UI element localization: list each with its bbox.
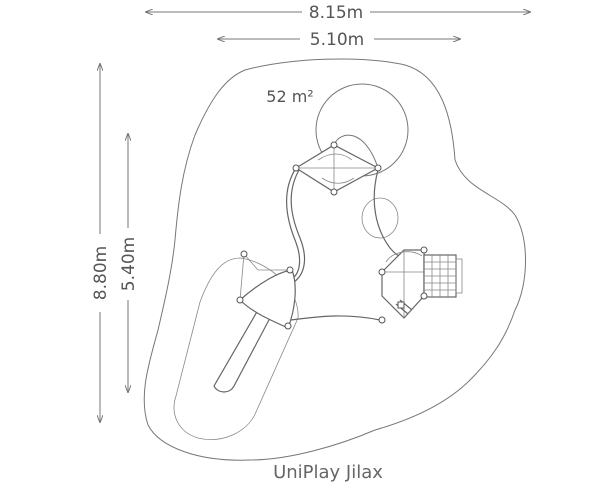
slide-rail-left [243, 253, 259, 271]
node [420, 292, 428, 300]
ladder-rungs [395, 299, 413, 315]
top-roof-arc-lower [321, 177, 355, 184]
top-dimension-label: 8.15m [309, 3, 363, 23]
structure-frame-left [285, 167, 301, 281]
inner-top-dimension-label: 5.10m [310, 30, 364, 50]
product-name: UniPlay Jilax [273, 462, 383, 483]
node [240, 250, 248, 258]
slide-platform [239, 269, 296, 329]
inner-left-dimension-label: 5.40m [119, 237, 139, 291]
node [292, 164, 300, 172]
slide-rail-back [239, 253, 245, 301]
top-canopy [333, 134, 379, 169]
safety-zone-outline [143, 58, 526, 461]
node [420, 246, 428, 254]
inner-left-dimension: 5.40m [119, 134, 139, 392]
left-dimension: 8.80m [91, 64, 111, 422]
net-panel-edge [455, 258, 463, 294]
node [378, 316, 386, 324]
left-dimension-label: 8.80m [91, 246, 111, 300]
center-oval [361, 197, 399, 239]
play-structure [236, 134, 463, 330]
node [284, 322, 292, 330]
structure-frame-right [373, 169, 421, 259]
net-panel [423, 254, 463, 298]
right-tower-arc [385, 251, 423, 263]
node [330, 141, 338, 149]
top-roof-arc [317, 153, 353, 161]
node [286, 266, 294, 274]
slide-chute [213, 309, 271, 393]
node [374, 164, 382, 172]
node [236, 296, 244, 304]
node [378, 268, 386, 276]
inner-top-dimension: 5.10m [218, 30, 460, 50]
area-label: 52 m² [266, 87, 313, 106]
structure-frame-bottom [289, 315, 381, 321]
top-roof [294, 144, 380, 193]
structure-frame-left-inner [290, 169, 306, 283]
node [330, 188, 338, 196]
top-dimension: 8.15m [146, 3, 530, 23]
